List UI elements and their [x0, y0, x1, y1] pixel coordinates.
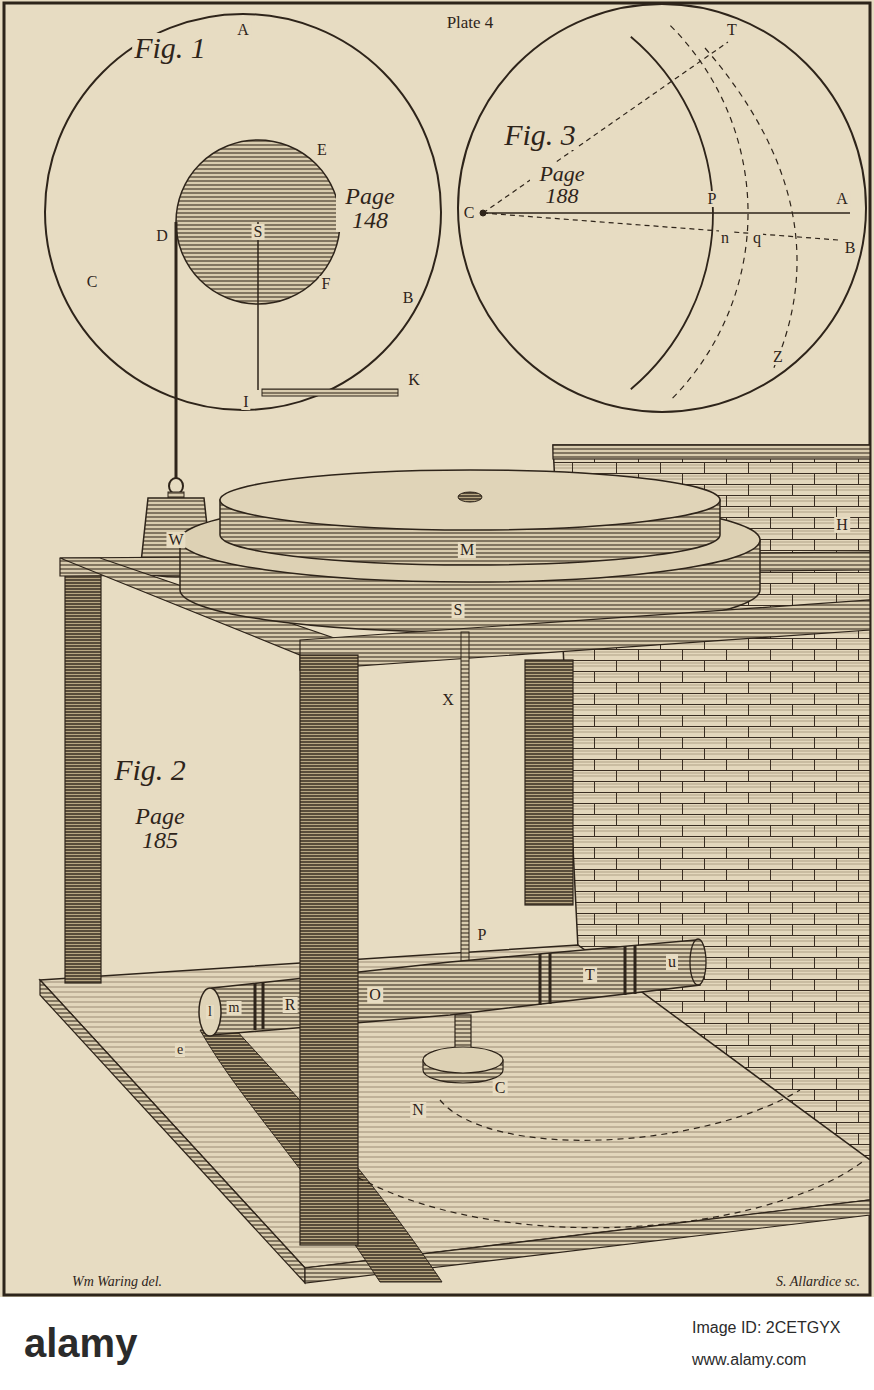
paper-part [4, 3, 870, 1295]
fig2-mill-part [330, 1160, 865, 1228]
fig2-mill-part [199, 988, 221, 1036]
part-letter: m [227, 1001, 242, 1015]
part-letter: F [320, 276, 333, 292]
figure-caption: Fig. 2 [112, 755, 188, 785]
part-letter: N [410, 1102, 426, 1118]
part-letter: X [440, 692, 456, 708]
part-letter: M [458, 542, 476, 558]
fig3-geometry-part [483, 212, 850, 214]
part-letter: S [452, 602, 465, 618]
fig2-mill-part [553, 445, 870, 459]
fig1-wheel-and-axle-part [262, 389, 398, 396]
fig3-geometry-part [480, 210, 486, 216]
part-letter: C [493, 1080, 508, 1096]
fig1-wheel-and-axle-part [168, 492, 184, 498]
part-letter: P [476, 927, 489, 943]
stock-watermark: www.alamy.com [690, 1352, 808, 1368]
part-letter: u [666, 954, 678, 970]
figure-caption: Page 185 [126, 804, 194, 852]
fig3-geometry-part [705, 48, 797, 372]
stock-watermark: Image ID: 2CETGYX [690, 1320, 843, 1336]
fig2-mill-part [300, 600, 870, 670]
paper-part [0, 0, 874, 1297]
part-letter: A [834, 191, 850, 207]
stock-banner [0, 1297, 874, 1390]
part-letter: D [154, 228, 170, 244]
part-letter: T [725, 22, 739, 38]
part-letter: e [175, 1043, 185, 1057]
fig3-geometry-part [458, 4, 866, 412]
engraver-credit: S. Allardice sc. [774, 1275, 862, 1289]
fig2-mill-part [525, 660, 573, 905]
stock-watermark: alamy [22, 1323, 139, 1363]
fig3-geometry-part [483, 213, 838, 240]
part-letter: H [834, 517, 850, 533]
part-letter: R [283, 997, 298, 1013]
fig2-mill-part [461, 632, 469, 962]
fig1-wheel-and-axle-part [45, 14, 441, 410]
part-letter: O [367, 987, 383, 1003]
fig2-mill-part [300, 655, 358, 1245]
part-letter: B [843, 240, 858, 256]
part-letter: Z [771, 349, 785, 365]
part-letter: C [462, 205, 477, 221]
figure-caption: Fig. 3 [502, 120, 578, 150]
fig3-geometry-part [670, 26, 748, 401]
part-letter: W [166, 532, 185, 548]
fig2-mill-part [423, 1047, 503, 1073]
fig2-mill-part [458, 492, 482, 502]
paper [0, 0, 874, 1297]
plate-title: Plate 4 [445, 14, 496, 31]
figure-caption: Fig. 1 [132, 33, 208, 63]
fig2-mill-part [65, 563, 101, 983]
stock-banner-part [0, 1297, 874, 1390]
engraver-credit: Wm Waring del. [70, 1275, 164, 1289]
part-letter: S [252, 224, 265, 240]
fig3-geometry-part [631, 37, 713, 389]
part-letter: q [751, 230, 763, 246]
part-letter: B [401, 290, 416, 306]
fig2-mill-part [220, 470, 720, 530]
figure-caption: Page 188 [530, 163, 594, 207]
fig3-geometry [458, 4, 866, 412]
part-letter: C [85, 274, 100, 290]
fig3-geometry-part [483, 42, 728, 213]
fig2-mill-part [440, 1090, 800, 1140]
part-letter: K [406, 372, 422, 388]
fig1-wheel-and-axle-part [257, 222, 259, 390]
figure-caption: Page 148 [336, 184, 404, 232]
fig1-wheel-and-axle-part [175, 222, 178, 478]
fig2-mill-part [690, 939, 706, 985]
part-letter: n [719, 230, 731, 246]
part-letter: T [583, 967, 597, 983]
part-letter: l [206, 1005, 214, 1019]
part-letter: I [241, 394, 250, 410]
part-letter: E [315, 142, 329, 158]
part-letter: A [235, 22, 251, 38]
fig2-mill [40, 445, 870, 1283]
part-letter: P [706, 191, 719, 207]
